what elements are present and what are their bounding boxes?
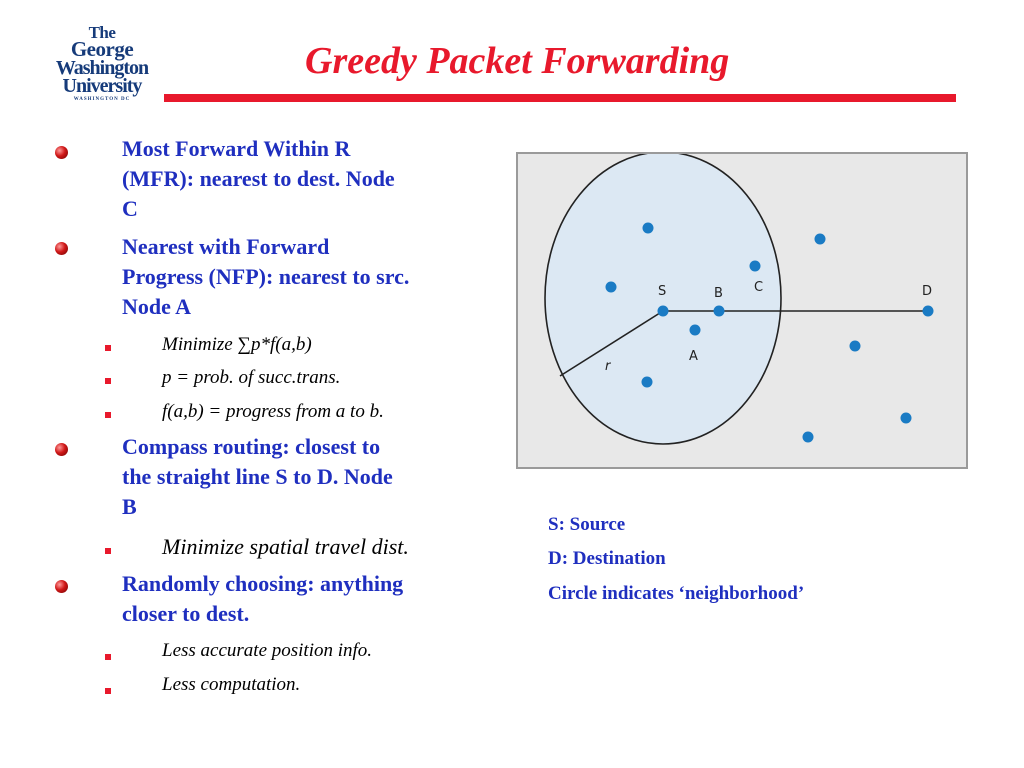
- node-dot: [642, 222, 654, 234]
- bullet-marker: [55, 443, 68, 456]
- title-underline: [164, 94, 956, 102]
- node-dot: [849, 340, 861, 352]
- logo-line-george: George: [70, 37, 134, 61]
- sub-bullet-marker: [105, 688, 111, 694]
- node-s-dot: [657, 305, 669, 317]
- bullet-list: Most Forward Within R (MFR): nearest to …: [0, 0, 510, 768]
- node-d-dot: [922, 305, 934, 317]
- bullet-random-line2: closer to dest.: [122, 601, 250, 626]
- bullet-marker: [55, 242, 68, 255]
- logo-line-the: The: [88, 23, 116, 42]
- bullet-random: Randomly choosing: anything closer to de…: [122, 569, 500, 629]
- node-dot: [802, 431, 814, 443]
- sub-bullet-accuracy: Less accurate position info.: [162, 640, 373, 661]
- sub-bullet-marker: [105, 654, 111, 660]
- node-dot: [814, 233, 826, 245]
- bullet-marker: [55, 146, 68, 159]
- slide-title: Greedy Packet Forwarding: [305, 40, 730, 82]
- node-dot: [900, 412, 912, 424]
- node-a-dot: [689, 324, 701, 336]
- bullet-compass-line1: Compass routing: closest to: [122, 434, 381, 459]
- sub-bullet-marker: [105, 548, 111, 554]
- node-b-dot: [713, 305, 725, 317]
- bullet-nfp-line1: Nearest with Forward: [122, 234, 330, 259]
- sub-bullet-marker: [105, 345, 111, 351]
- node-dot: [641, 376, 653, 388]
- bullet-compass: Compass routing: closest to the straight…: [122, 432, 500, 522]
- sub-bullet-spatial-dist: Minimize spatial travel dist.: [162, 534, 409, 559]
- legend-neighborhood: Circle indicates ‘neighborhood’: [548, 583, 805, 604]
- neighborhood-circle: [544, 154, 782, 445]
- sub-bullet-progress: f(a,b) = progress from a to b.: [162, 401, 384, 422]
- sub-bullet-minimize-sum: Minimize ∑p*f(a,b): [162, 334, 312, 355]
- label-r: r: [605, 359, 612, 374]
- label-s: S: [658, 284, 666, 299]
- label-d: D: [922, 284, 932, 299]
- label-c: C: [754, 280, 763, 295]
- bullet-mfr: Most Forward Within R (MFR): nearest to …: [122, 134, 500, 224]
- logo-line-city: WASHINGTON DC: [73, 97, 131, 102]
- forwarding-diagram: S B C D A r: [516, 152, 968, 469]
- label-a: A: [689, 349, 698, 364]
- node-c-dot: [749, 260, 761, 272]
- bullet-mfr-line1: Most Forward Within R: [122, 136, 351, 161]
- radius-line: [559, 310, 664, 377]
- legend-source: S: Source: [548, 514, 626, 535]
- bullet-nfp-line3: Node A: [122, 294, 192, 319]
- bullet-marker: [55, 580, 68, 593]
- bullet-nfp: Nearest with Forward Progress (NFP): nea…: [122, 232, 500, 322]
- forwarding-diagram-svg: S B C D A r: [544, 154, 934, 445]
- label-b: B: [714, 286, 723, 301]
- bullet-random-line1: Randomly choosing: anything: [122, 571, 404, 596]
- bullet-compass-line2: the straight line S to D. Node: [122, 464, 393, 489]
- sub-bullet-marker: [105, 378, 111, 384]
- logo-line-washington: Washington: [55, 57, 149, 79]
- bullet-mfr-line3: C: [122, 196, 138, 221]
- legend-destination: D: Destination: [548, 548, 666, 569]
- logo-line-university: University: [62, 75, 143, 97]
- bullet-mfr-line2: (MFR): nearest to dest. Node: [122, 166, 395, 191]
- sub-bullet-marker: [105, 412, 111, 418]
- node-dot: [605, 281, 617, 293]
- sub-bullet-computation: Less computation.: [162, 674, 301, 695]
- university-logo: The George Washington University WASHING…: [40, 23, 164, 102]
- sub-bullet-probability: p = prob. of succ.trans.: [162, 367, 341, 388]
- bullet-nfp-line2: Progress (NFP): nearest to src.: [122, 264, 410, 289]
- bullet-compass-line3: B: [122, 494, 137, 519]
